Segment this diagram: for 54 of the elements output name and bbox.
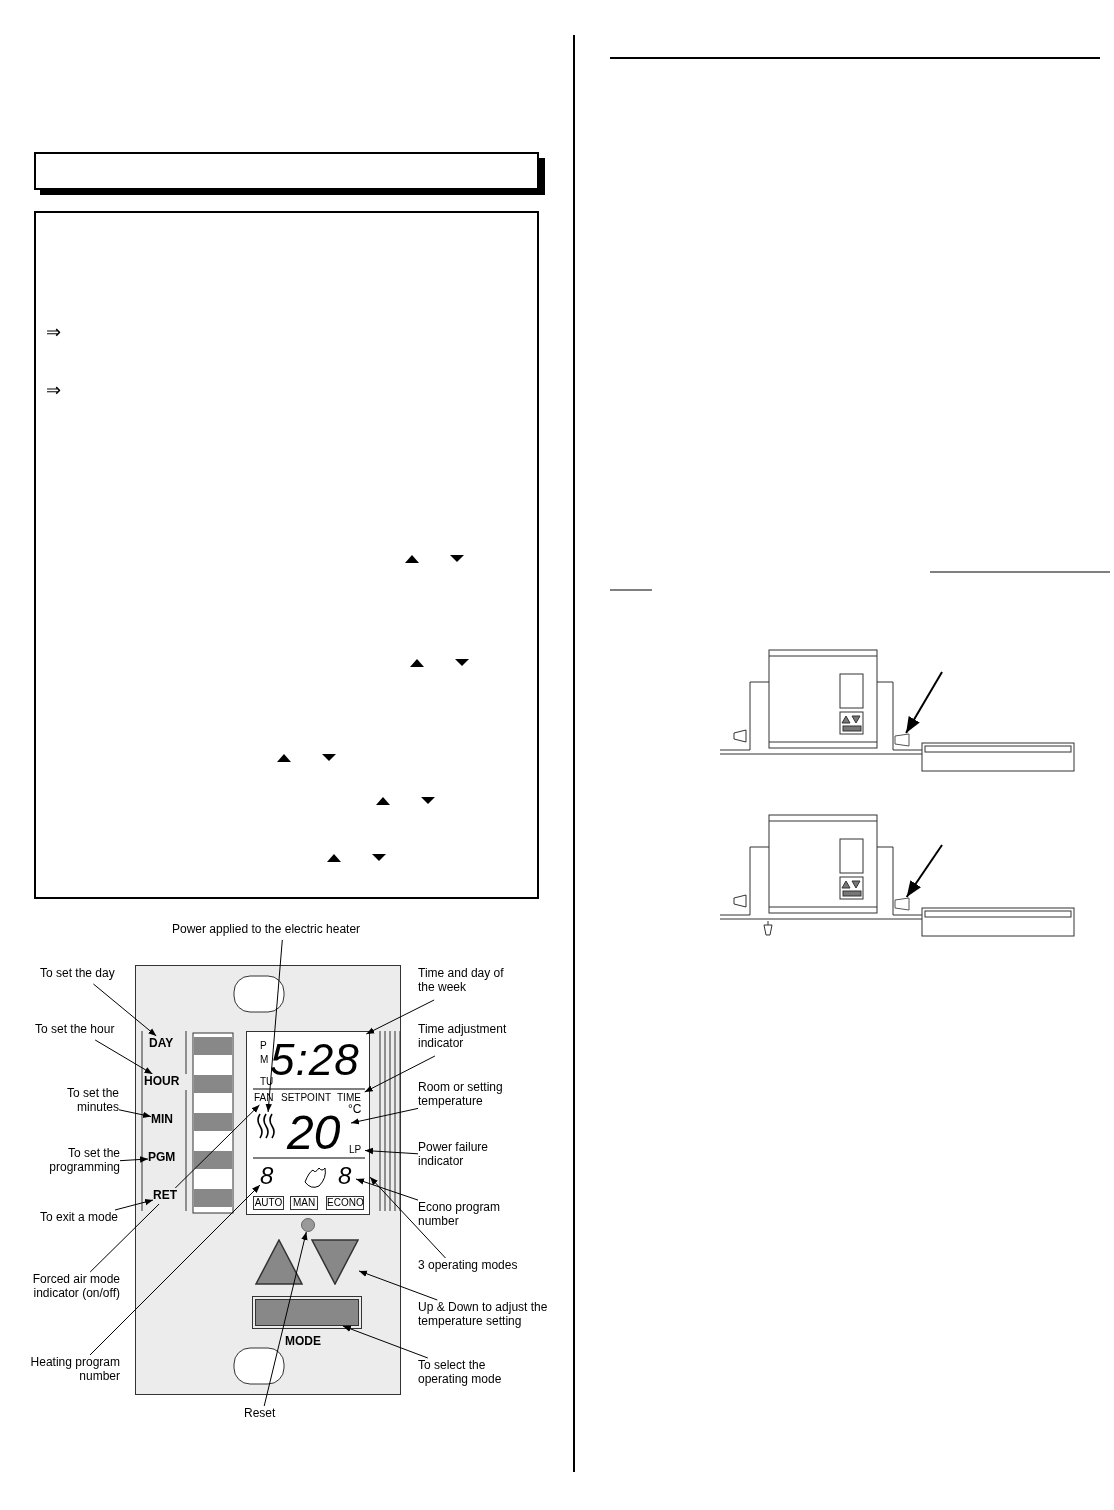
callout-text: To exit a mode <box>40 1210 122 1228</box>
leader-line <box>263 1231 308 1407</box>
leader-line <box>350 1107 419 1125</box>
wire-connector <box>894 897 910 911</box>
display-indicator: M <box>260 1054 270 1066</box>
mode-indicator: MAN <box>290 1196 318 1210</box>
callout-text: Up & Down to adjust the temperature setting <box>418 1300 548 1334</box>
callout-text: To set the hour <box>35 1022 125 1040</box>
reset-button <box>301 1218 315 1232</box>
callout-text: To select the operating mode <box>418 1358 528 1392</box>
leader-line <box>118 1109 152 1119</box>
display-indicator: P <box>260 1040 268 1052</box>
callout-text: Reset <box>244 1406 280 1424</box>
leader-line <box>265 939 283 1113</box>
leader-line <box>365 999 435 1035</box>
callout-text: Heating program number <box>26 1355 120 1389</box>
callout-text: Time and day of the week <box>418 966 518 1000</box>
leader-line <box>355 1178 419 1201</box>
leader-line <box>92 983 157 1037</box>
leader-line <box>364 1055 436 1093</box>
callout-text: 3 operating modes <box>418 1258 528 1276</box>
leader-line <box>89 1184 261 1356</box>
display-indicator: SETPOINT <box>281 1092 332 1105</box>
arrow <box>905 671 943 734</box>
callout-text: Power failure indicator <box>418 1140 518 1174</box>
arrow-symbol: ⇒ <box>46 322 62 342</box>
callout-text: To set the day <box>40 966 125 984</box>
callout-text: To set the minutes <box>55 1086 119 1120</box>
key-label: HOUR <box>144 1074 188 1090</box>
unit-label: °C <box>348 1102 363 1116</box>
mode-button <box>255 1299 359 1326</box>
leader-line <box>119 1156 149 1163</box>
callout-text: Time adjustment indicator <box>418 1022 518 1056</box>
callout-text: Econo program number <box>418 1200 518 1234</box>
down-arrow-button <box>311 1239 359 1285</box>
leader-line <box>94 1039 153 1075</box>
arrow-symbol: ⇒ <box>46 380 62 400</box>
thermostat-panel <box>135 965 401 1395</box>
callout-text: To set the programming <box>40 1146 120 1180</box>
callout-text: Forced air mode indicator (on/off) <box>26 1272 120 1306</box>
callout-text: Power applied to the electric heater <box>172 922 394 940</box>
arrow <box>905 844 943 898</box>
button-label: MODE <box>285 1334 322 1350</box>
wire-connector <box>894 733 910 747</box>
leader-line <box>369 1176 446 1259</box>
leader-line <box>342 1325 429 1359</box>
leader-line <box>89 1104 260 1273</box>
mode-indicator: AUTO <box>253 1196 284 1210</box>
heat-waves-icon <box>256 1112 278 1140</box>
leader-line <box>114 1198 154 1211</box>
leader-line <box>364 1147 419 1155</box>
leader-line <box>358 1270 438 1301</box>
up-arrow-button <box>255 1239 303 1285</box>
callout-text: Room or setting temperature <box>418 1080 522 1114</box>
